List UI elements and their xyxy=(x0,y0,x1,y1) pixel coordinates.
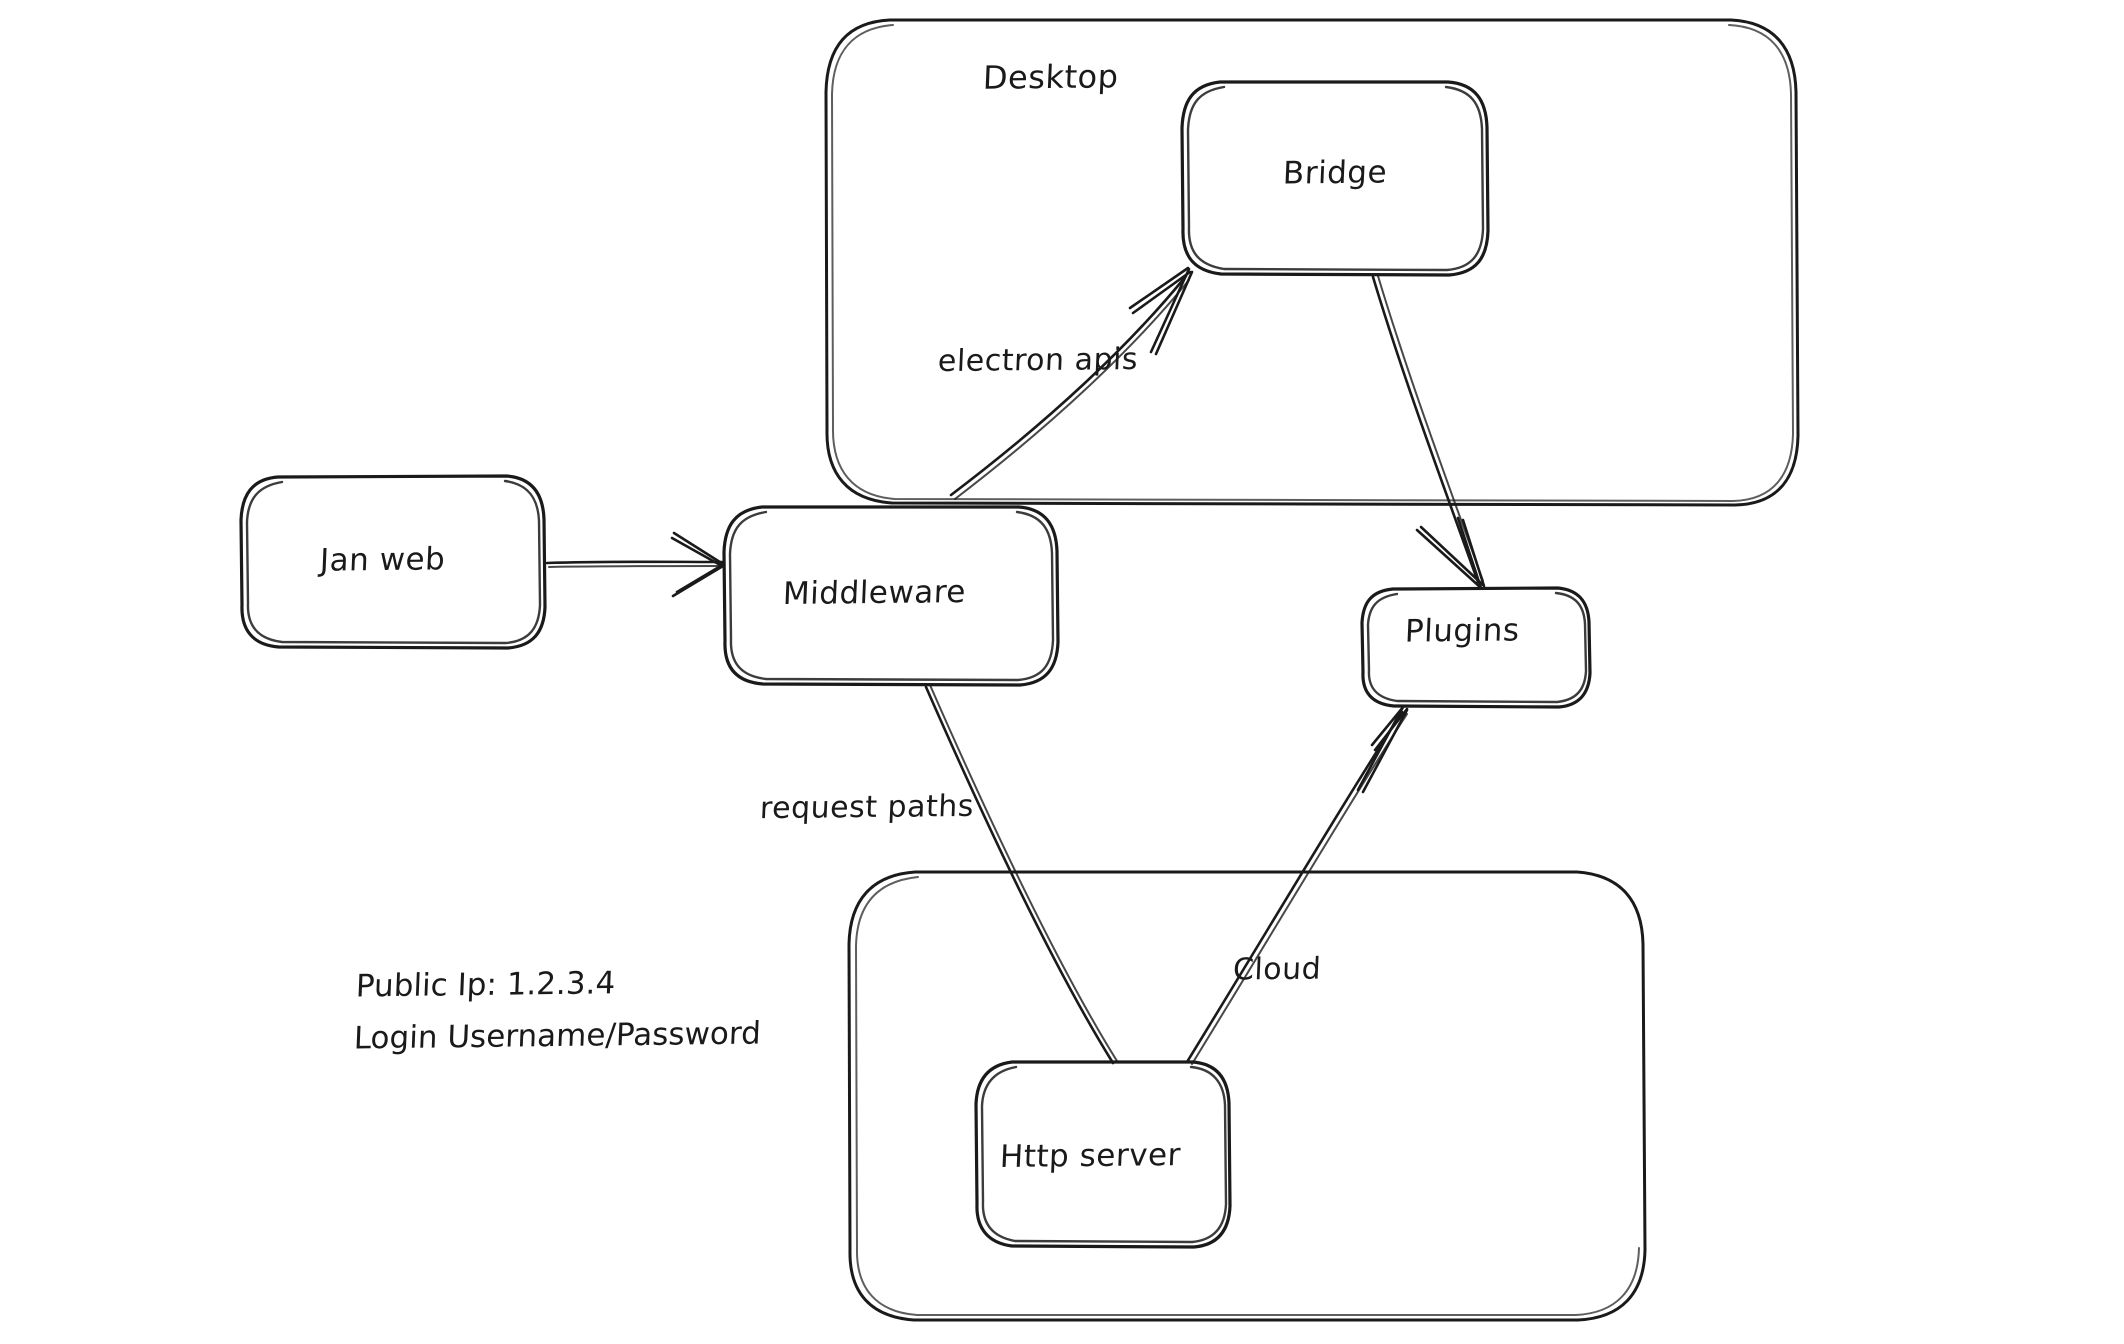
edge-http-server-to-plugins[interactable] xyxy=(1185,704,1409,1065)
connection-note: Public Ip: 1.2.3.4 Login Username/Passwo… xyxy=(353,956,764,1065)
edge-bridge-to-plugins[interactable] xyxy=(1371,275,1486,590)
node-http-server[interactable] xyxy=(974,1060,1232,1249)
node-label-middleware: Middleware xyxy=(782,574,967,612)
node-plugins[interactable] xyxy=(1360,586,1592,709)
node-bridge[interactable] xyxy=(1180,80,1490,277)
note-line-public-ip: Public Ip: 1.2.3.4 xyxy=(355,965,616,1005)
edge-label-electron-apis: electron apis xyxy=(937,341,1139,380)
edge-label-cloud: Cloud xyxy=(1232,951,1322,988)
node-label-plugins: Plugins xyxy=(1404,612,1521,650)
node-label-jan-web: Jan web xyxy=(319,541,447,579)
node-label-http-server: Http server xyxy=(999,1137,1182,1175)
node-middleware[interactable] xyxy=(722,505,1060,687)
container-desktop[interactable] xyxy=(824,18,1800,507)
container-label-desktop: Desktop xyxy=(982,57,1120,97)
note-line-login: Login Username/Password xyxy=(353,1015,762,1057)
node-label-bridge: Bridge xyxy=(1282,154,1388,192)
edge-janweb-to-middleware[interactable] xyxy=(545,531,726,598)
edge-middleware-to-http-server[interactable] xyxy=(924,684,1118,1065)
container-cloud-group[interactable] xyxy=(847,870,1647,1322)
edge-middleware-to-bridge[interactable] xyxy=(949,266,1194,500)
edge-label-request-paths: request paths xyxy=(759,788,975,827)
node-jan-web[interactable] xyxy=(239,474,547,650)
